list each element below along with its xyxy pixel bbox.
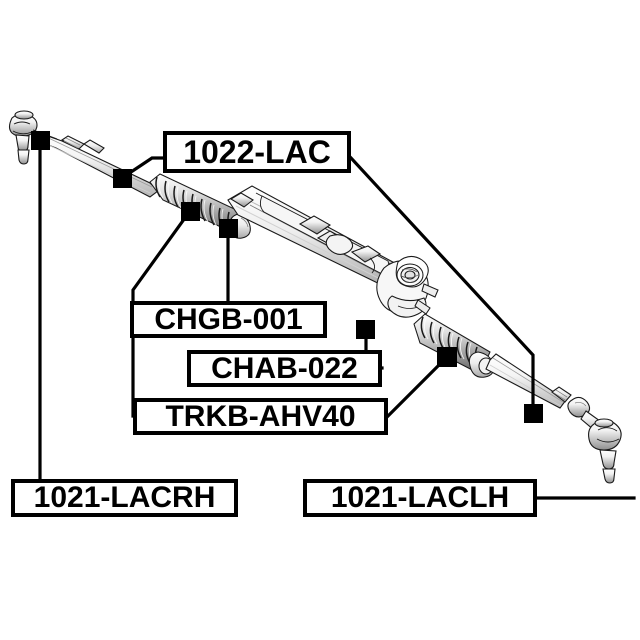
marker-1022-lac-right xyxy=(524,404,543,423)
right-outer-tie-rod-end-art xyxy=(588,418,622,484)
marker-trkb-ahv40-left xyxy=(181,202,200,221)
left-tie-rod-shaft-art xyxy=(32,131,159,198)
part-label-trkb-ahv40[interactable]: TRKB-AHV40 xyxy=(133,398,388,435)
pinion-valve-housing-art xyxy=(376,255,439,318)
marker-trkb-ahv40-right xyxy=(437,347,457,367)
marker-chab-022 xyxy=(356,320,375,339)
marker-1021-lacrh xyxy=(31,131,50,150)
part-label-chab-022[interactable]: CHAB-022 xyxy=(187,350,382,387)
part-label-1021-lacrh[interactable]: 1021-LACRH xyxy=(11,479,238,517)
leader-markers xyxy=(31,131,543,423)
right-tie-rod-shaft-art xyxy=(485,353,601,431)
marker-chgb-001 xyxy=(219,219,238,238)
right-rack-boot-art xyxy=(413,313,495,378)
part-label-1022-lac[interactable]: 1022-LAC xyxy=(163,131,351,173)
steering-rack-housing-art xyxy=(227,185,403,291)
part-label-chgb-001[interactable]: CHGB-001 xyxy=(130,301,327,338)
part-label-1021-laclh[interactable]: 1021-LACLH xyxy=(303,479,537,517)
marker-1022-lac-left xyxy=(113,169,132,188)
